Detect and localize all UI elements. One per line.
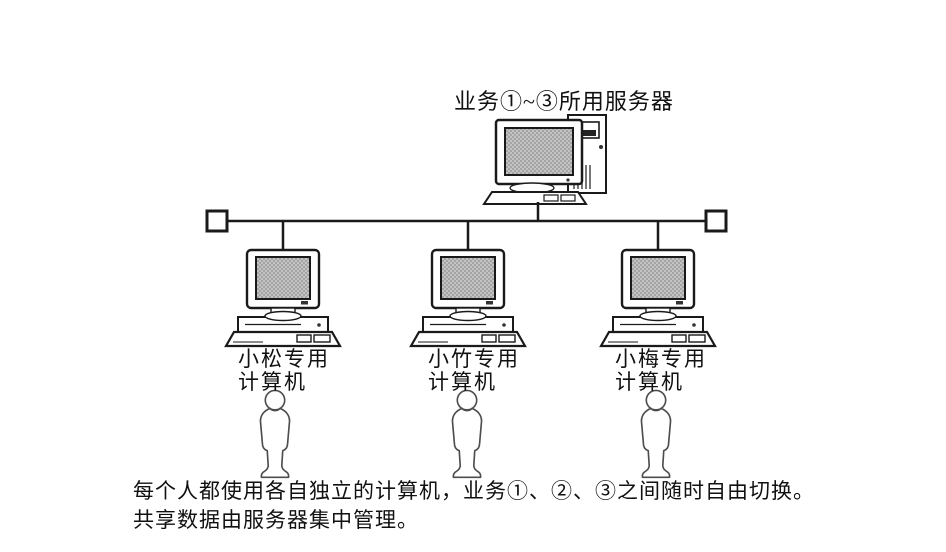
client2-machine-line: 计算机	[428, 370, 497, 394]
server-computer-icon	[482, 114, 607, 205]
client3-label: 小梅专用 计算机	[615, 348, 707, 394]
caption-line-2: 共享数据由服务器集中管理。	[133, 508, 419, 532]
caption-line-1: 每个人都使用各自独立的计算机，业务①、②、③之间随时自由切换。	[133, 479, 815, 503]
person-icon-1	[259, 389, 291, 479]
client3-machine-line: 计算机	[615, 370, 684, 394]
server-keyboard	[482, 191, 588, 205]
bus-terminator-left-icon	[205, 209, 229, 233]
bus-terminator-right-icon	[704, 209, 728, 233]
client1-label: 小松专用 计算机	[238, 348, 330, 394]
client-computer-icon-1	[224, 248, 342, 348]
client2-label: 小竹专用 计算机	[428, 348, 520, 394]
person-icon-3	[640, 389, 672, 479]
client2-owner-line: 小竹专用	[428, 347, 520, 371]
client1-machine-line: 计算机	[238, 370, 307, 394]
client-computer-icon-3	[599, 248, 717, 348]
server-monitor	[494, 118, 584, 194]
client-computer-icon-2	[409, 248, 527, 348]
server-label: 业务①~③所用服务器	[454, 89, 674, 114]
client1-owner-line: 小松专用	[238, 347, 330, 371]
bus-network	[205, 202, 728, 251]
diagram-caption: 每个人都使用各自独立的计算机，业务①、②、③之间随时自由切换。 共享数据由服务器…	[133, 477, 815, 535]
client3-owner-line: 小梅专用	[615, 347, 707, 371]
person-icon-2	[451, 389, 483, 479]
